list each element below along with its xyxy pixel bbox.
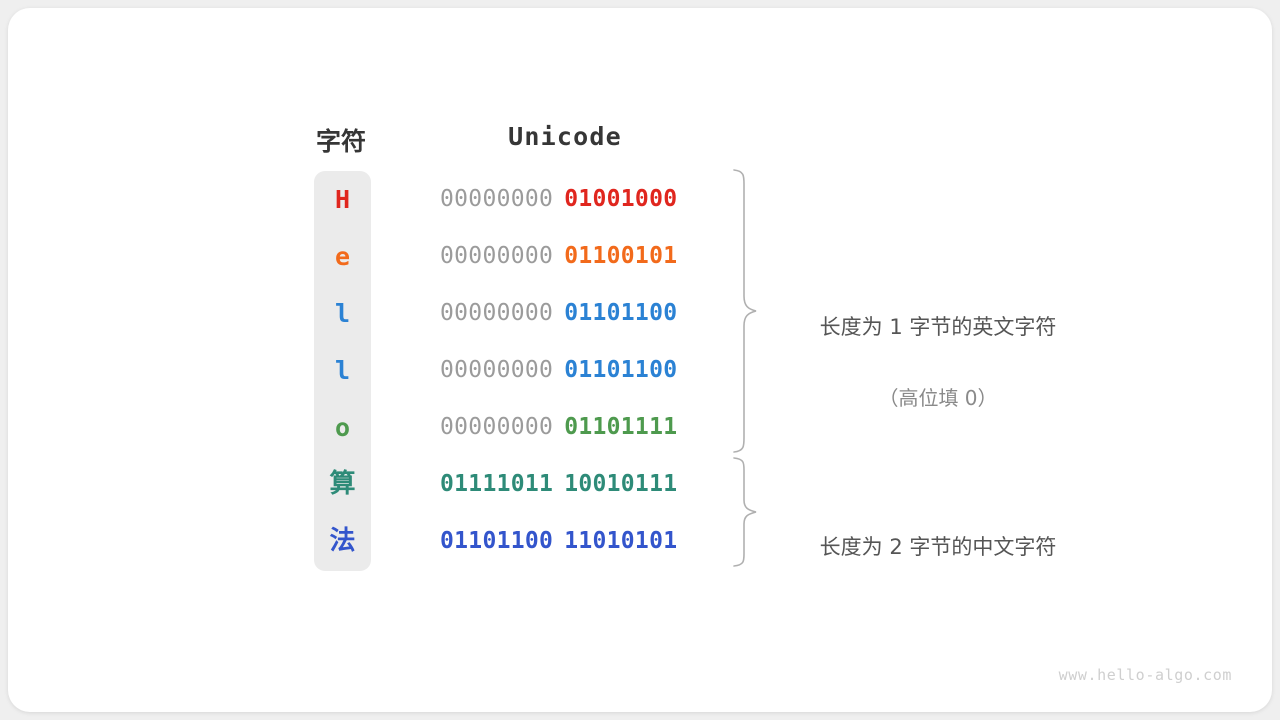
binary-low-byte: 10010111 [564, 471, 678, 497]
binary-high-byte: 00000000 [440, 357, 554, 383]
binary-row: 00000000 01001000 [440, 171, 695, 228]
binary-low-byte: 01100101 [564, 243, 678, 269]
annotation-chinese-line1: 长度为 2 字节的中文字符 [819, 534, 1057, 559]
binary-low-byte: 01101100 [564, 357, 678, 383]
character-cell: l [334, 299, 351, 328]
watermark: www.hello-algo.com [1058, 666, 1232, 684]
binary-row: 01101100 11010101 [440, 513, 695, 570]
binary-low-byte: 01101100 [564, 300, 678, 326]
brace-chinese-group [733, 457, 757, 567]
binary-row: 01111011 10010111 [440, 456, 695, 513]
binary-high-byte: 00000000 [440, 300, 554, 326]
column-header-unicode: Unicode [508, 122, 622, 151]
binary-high-byte: 01101100 [440, 528, 554, 554]
column-header-character: 字符 [315, 128, 366, 156]
character-cell: 算 [329, 469, 356, 499]
binary-high-byte: 01111011 [440, 471, 554, 497]
annotation-english-bytes: 长度为 1 字节的英文字符 （高位填 0） [778, 274, 1098, 451]
diagram-card: 字符 Unicode H 00000000 01001000 e 00000000 011… [8, 8, 1272, 712]
binary-high-byte: 00000000 [440, 186, 554, 212]
binary-low-byte: 01101111 [564, 414, 678, 440]
brace-english-group [733, 169, 757, 453]
annotation-chinese-bytes: 长度为 2 字节的中文字符 [778, 494, 1098, 601]
annotation-english-line2: （高位填 0） [878, 386, 998, 411]
character-column-background [314, 171, 371, 571]
binary-row: 00000000 01101111 [440, 399, 695, 456]
annotation-english-line1: 长度为 1 字节的英文字符 [819, 314, 1057, 339]
binary-low-byte: 01001000 [564, 186, 678, 212]
binary-high-byte: 00000000 [440, 414, 554, 440]
binary-row: 00000000 01101100 [440, 285, 695, 342]
binary-row: 00000000 01100101 [440, 228, 695, 285]
character-cell: o [334, 413, 351, 442]
character-cell: l [334, 356, 351, 385]
binary-high-byte: 00000000 [440, 243, 554, 269]
binary-row: 00000000 01101100 [440, 342, 695, 399]
character-cell: e [334, 242, 351, 271]
character-cell: 法 [329, 526, 356, 556]
character-cell: H [334, 185, 351, 214]
binary-low-byte: 11010101 [564, 528, 678, 554]
